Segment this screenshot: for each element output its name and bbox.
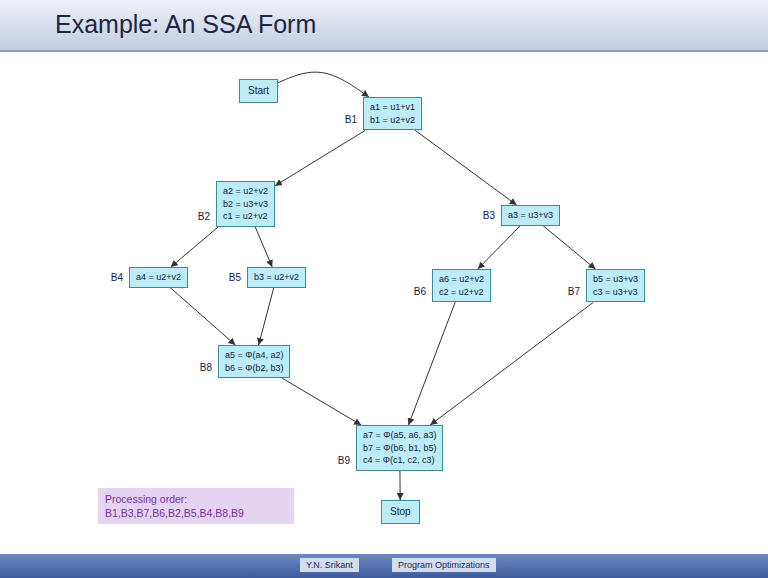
flow-arrow bbox=[399, 471, 400, 500]
basic-block: B1a1 = u1+v1b1 = u2+v2 bbox=[363, 97, 422, 130]
basic-block: B7b5 = u3+v3c3 = u3+v3 bbox=[586, 269, 645, 302]
terminal-label: Start bbox=[248, 84, 269, 98]
statement: a5 = Φ(a4, a2) bbox=[225, 349, 283, 362]
footer-bar bbox=[0, 554, 768, 578]
statement: a1 = u1+v1 bbox=[370, 101, 415, 114]
statement: c4 = Φ(c1, c2, c3) bbox=[363, 454, 436, 467]
statement: a6 = u2+v2 bbox=[439, 273, 484, 286]
block-name: B5 bbox=[229, 272, 241, 283]
block-name: B3 bbox=[483, 210, 495, 221]
statement: b1 = u2+v2 bbox=[370, 114, 415, 127]
statement: a3 = u3+v3 bbox=[508, 209, 553, 222]
block-name: B2 bbox=[198, 211, 210, 222]
block-name: B9 bbox=[338, 455, 350, 466]
note-box: Processing order: B1,B3,B7,B6,B2,B5,B4,B… bbox=[98, 488, 294, 524]
flow-arrow bbox=[278, 72, 369, 97]
basic-block: B5b3 = u2+v2 bbox=[247, 267, 306, 288]
statement: c2 = u2+v2 bbox=[439, 286, 484, 299]
note-text: Processing order: B1,B3,B7,B6,B2,B5,B4,B… bbox=[105, 492, 287, 520]
basic-block: B4a4 = u2+v2 bbox=[129, 267, 188, 288]
flow-arrow bbox=[255, 227, 272, 267]
statement: a2 = u2+v2 bbox=[223, 185, 268, 198]
basic-block: B8a5 = Φ(a4, a2)b6 = Φ(b2, b3) bbox=[218, 345, 290, 378]
flow-arrow bbox=[543, 226, 595, 269]
flow-arrow bbox=[415, 130, 517, 205]
footer-label: Y.N. Srikant bbox=[300, 558, 359, 572]
statement: c1 = u2+v2 bbox=[223, 210, 268, 223]
flow-arrow bbox=[259, 288, 274, 345]
basic-block: B3a3 = u3+v3 bbox=[501, 205, 560, 226]
flow-arrow bbox=[170, 288, 235, 345]
flow-arrow bbox=[171, 227, 219, 267]
statement: b3 = u2+v2 bbox=[254, 271, 299, 284]
terminal-label: Stop bbox=[390, 505, 411, 519]
statement: b2 = u3+v3 bbox=[223, 198, 268, 211]
block-name: B1 bbox=[345, 114, 357, 125]
flow-arrow bbox=[275, 130, 365, 186]
statement: b5 = u3+v3 bbox=[593, 273, 638, 286]
flow-arrow bbox=[282, 378, 361, 425]
flow-arrow bbox=[430, 302, 593, 425]
slide-title: Example: An SSA Form bbox=[55, 10, 316, 39]
block-name: B6 bbox=[414, 286, 426, 297]
terminal-box: Stop bbox=[381, 500, 420, 524]
basic-block: B9a7 = Φ(a5, a6, a3)b7 = Φ(b6, b1, b5)c4… bbox=[356, 425, 443, 471]
flow-arrow bbox=[408, 302, 455, 425]
statement: a4 = u2+v2 bbox=[136, 271, 181, 284]
statement: b6 = Φ(b2, b3) bbox=[225, 362, 283, 375]
footer-label: Program Optimizations bbox=[392, 558, 496, 572]
statement: b7 = Φ(b6, b1, b5) bbox=[363, 442, 436, 455]
statement: a7 = Φ(a5, a6, a3) bbox=[363, 429, 436, 442]
block-name: B8 bbox=[200, 362, 212, 373]
terminal-box: Start bbox=[239, 79, 278, 103]
block-name: B7 bbox=[568, 286, 580, 297]
statement: c3 = u3+v3 bbox=[593, 286, 638, 299]
flow-arrow bbox=[478, 226, 521, 269]
basic-block: B2a2 = u2+v2b2 = u3+v3c1 = u2+v2 bbox=[216, 181, 275, 227]
block-name: B4 bbox=[111, 272, 123, 283]
basic-block: B6a6 = u2+v2c2 = u2+v2 bbox=[432, 269, 491, 302]
